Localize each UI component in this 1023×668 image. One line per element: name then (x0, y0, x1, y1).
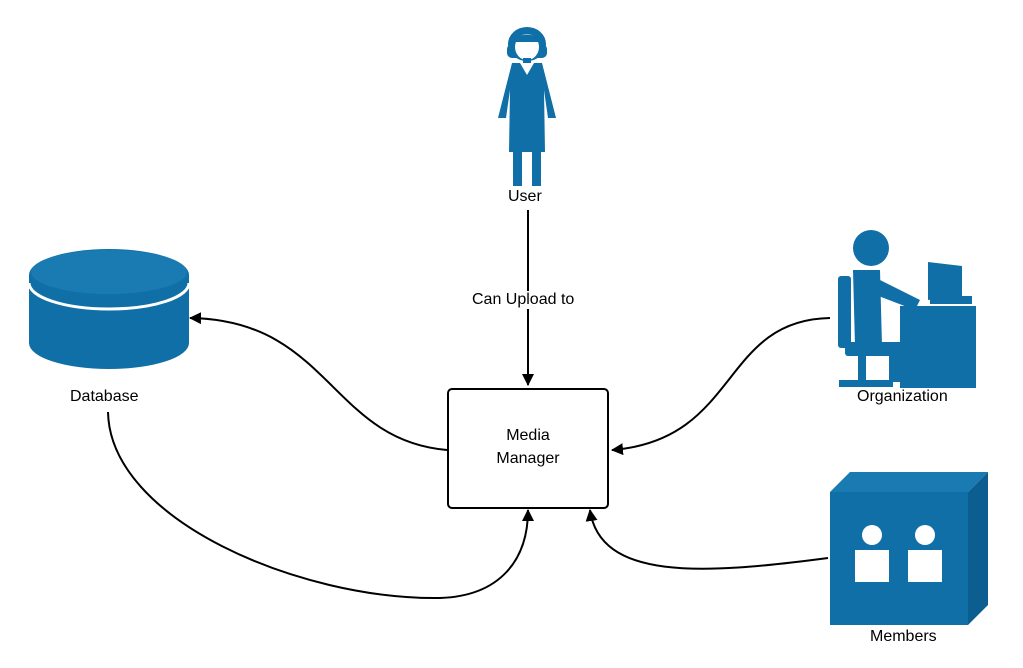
media-manager-line1: Media (506, 427, 550, 444)
edge-label-can-upload: Can Upload to (470, 291, 577, 309)
database-cylinder-icon (27, 249, 191, 369)
woman-figure-icon (498, 27, 556, 186)
database-label: Database (70, 388, 139, 405)
person-at-computer-icon (838, 230, 976, 388)
media-manager-line2: Manager (496, 450, 560, 467)
edge-organization-to-manager (611, 317, 831, 456)
edge-members-to-manager (585, 509, 829, 570)
edge-manager-to-database (189, 312, 448, 451)
members-group-box-icon (830, 472, 988, 625)
edge-database-to-manager (107, 411, 534, 600)
media-manager-box[interactable] (447, 388, 609, 509)
media-manager-label: Media Manager (448, 424, 608, 470)
user-label: User (508, 188, 542, 205)
members-label: Members (870, 628, 937, 645)
organization-label: Organization (857, 388, 948, 405)
